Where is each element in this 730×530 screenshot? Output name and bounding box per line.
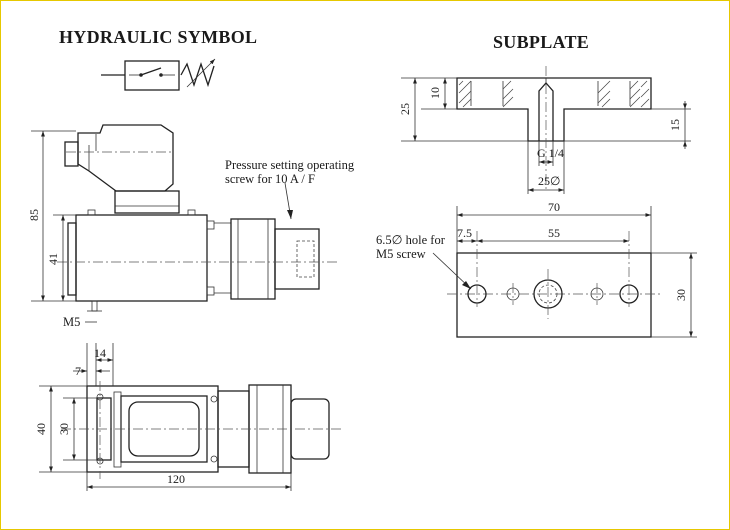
hole-note-line2: M5 screw (376, 247, 426, 261)
subplate-section: 25 10 15 G 1/4 25∅ (398, 66, 691, 194)
dim-port-thread: G 1/4 (537, 146, 564, 160)
subplate-title: SUBPLATE (493, 32, 590, 52)
dim-sub-flange: 10 (428, 87, 442, 99)
hydraulic-symbol (101, 58, 216, 91)
top-view: 7 14 40 30 120 (34, 343, 341, 491)
side-view: 85 41 M5 Pressure setting operating scre… (27, 124, 355, 329)
hydraulic-symbol-title: HYDRAULIC SYMBOL (59, 27, 258, 47)
dim-sub-right: 15 (668, 119, 682, 131)
dim-hole-offset: 7.5 (457, 226, 472, 240)
hole-note-line1: 6.5∅ hole for (376, 233, 446, 247)
subplate-plan: 70 7.5 55 30 6.5∅ hole for M5 screw (376, 200, 697, 338)
dim-overall-length: 120 (167, 472, 185, 486)
dim-top-7: 7 (75, 364, 81, 378)
dim-sub-height: 25 (398, 103, 412, 115)
dim-plate-width: 30 (674, 289, 688, 301)
drain-thread-label: M5 (63, 315, 80, 329)
dim-port-dia: 25∅ (538, 174, 560, 188)
dim-hole-spacing: 55 (548, 226, 560, 240)
dim-plate-length: 70 (548, 200, 560, 214)
screw-note-line2: screw for 10 A / F (225, 172, 315, 186)
dim-side-height: 85 (27, 209, 41, 221)
dim-top-30: 30 (57, 423, 71, 435)
dim-top-14: 14 (94, 346, 106, 360)
dim-top-40: 40 (34, 423, 48, 435)
dim-side-body: 41 (46, 253, 60, 265)
screw-note-line1: Pressure setting operating (225, 158, 355, 172)
